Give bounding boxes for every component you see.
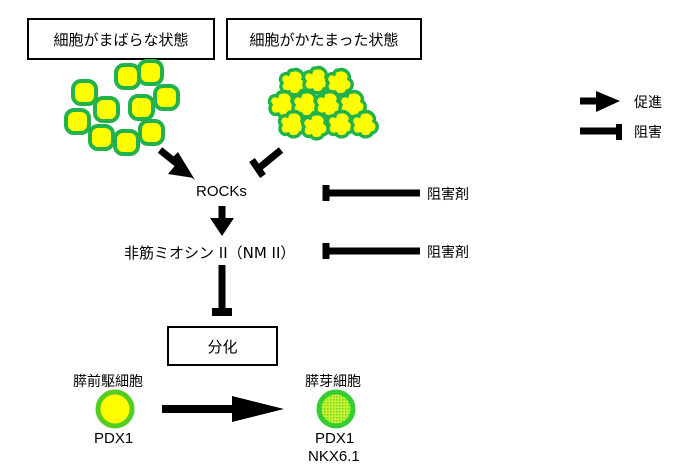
promote-arrow-progenitor-to-bud [162,396,284,422]
inhibitor-label-nm2: 阻害剤 [427,245,469,261]
cell [138,119,165,146]
promote-arrow-sparse-to-rocks [157,147,195,180]
bud-marker-nkx61: NKX6.1 [308,448,360,465]
cell [113,129,140,156]
bud-cell-icon [316,389,356,429]
cell [153,84,180,111]
compact-cell-cluster [267,65,379,141]
cell [137,59,164,86]
legend-promote-arrow-icon [580,91,620,112]
inhibitor-bar-nm2 [322,243,420,259]
compact-state-box: 細胞がかたまった状態 [226,18,422,60]
differentiation-label: 分化 [207,337,238,356]
nm2-label: 非筋ミオシン II（NM II） [124,244,296,262]
cell [128,94,155,121]
sparse-cell-cluster [64,59,180,156]
cell [300,111,330,141]
legend-inhibit-label: 阻害 [634,125,662,141]
inhibitor-bar-rocks [322,185,420,201]
progenitor-cell-icon [95,389,135,429]
legend-promote-label: 促進 [634,95,662,111]
differentiation-box: 分化 [167,326,278,366]
cell [88,124,115,151]
cell [349,109,379,139]
cell [325,109,355,139]
cell [93,96,120,123]
promote-arrow-rocks-to-nm2 [210,206,234,236]
rocks-label: ROCKs [196,183,247,200]
legend-inhibit-bar-icon [580,124,622,140]
cell [114,63,141,90]
progenitor-cell-name: 膵前駆細胞 [73,374,143,390]
cell [71,79,98,106]
cell [64,108,91,135]
sparse-state-label: 細胞がまばらな状態 [53,30,189,49]
progenitor-marker-pdx1: PDX1 [94,430,134,447]
inhibitor-label-rocks: 阻害剤 [427,187,469,203]
bud-cell-name: 膵芽細胞 [305,374,361,390]
inhibit-arrow-compact-to-rocks [249,147,284,178]
compact-state-label: 細胞がかたまった状態 [249,30,399,49]
sparse-state-box: 細胞がまばらな状態 [27,18,215,60]
bud-marker-pdx1: PDX1 [315,430,355,447]
inhibit-arrow-nm2-to-differentiation [212,265,232,316]
